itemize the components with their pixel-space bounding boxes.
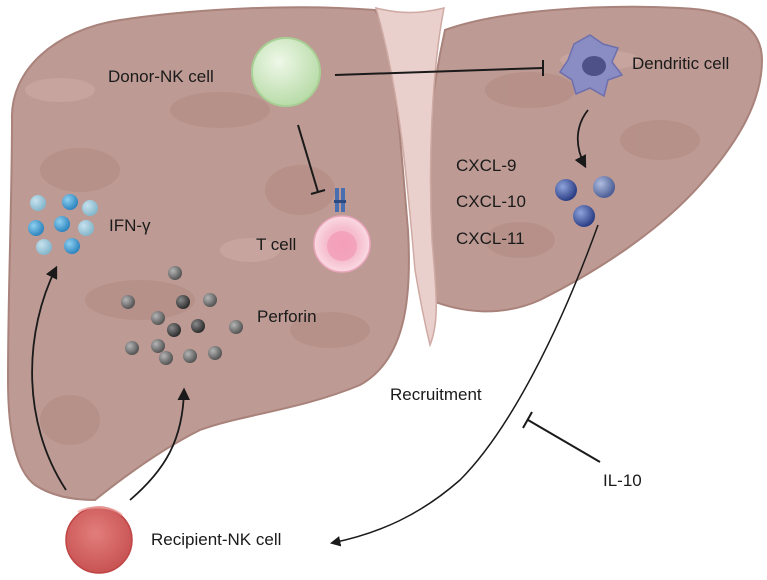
inhibition-donor-to-tcell	[297, 124, 326, 195]
cxcl11-label: CXCL-11	[456, 229, 525, 248]
arrow-to-perforin	[129, 387, 191, 501]
ifn-gamma-molecules-icon	[28, 194, 98, 255]
donor-nk-cell-icon	[251, 37, 321, 107]
t-cell-label: T cell	[256, 235, 297, 254]
cxcl10-label: CXCL-10	[456, 192, 526, 211]
recruitment-label: Recruitment	[390, 385, 482, 404]
donor-nk-label: Donor-NK cell	[108, 67, 214, 86]
liver-right-lobe	[6, 6, 410, 502]
recipient-nk-cell-icon	[65, 506, 133, 574]
arrow-dendritic-to-chemokines	[574, 109, 589, 169]
cxcl9-label: CXCL-9	[456, 156, 517, 175]
dendritic-cell-icon	[558, 34, 624, 98]
chemokine-molecules-icon	[555, 176, 615, 227]
perforin-molecules-icon	[121, 266, 243, 365]
il10-label: IL-10	[603, 471, 642, 490]
liver-texture	[40, 72, 700, 445]
inhibition-donor-to-dendritic	[334, 60, 544, 76]
recipient-nk-label: Recipient-NK cell	[151, 530, 282, 549]
il10-inhibition	[522, 411, 601, 463]
recruitment-arrow	[329, 224, 599, 547]
ifn-gamma-label: IFN-γ	[109, 216, 151, 235]
t-cell-icon	[313, 188, 371, 273]
arrow-to-ifn-gamma	[31, 265, 67, 491]
perforin-label: Perforin	[257, 307, 317, 326]
dendritic-cell-label: Dendritic cell	[632, 54, 730, 73]
falciform-ligament	[374, 6, 445, 348]
